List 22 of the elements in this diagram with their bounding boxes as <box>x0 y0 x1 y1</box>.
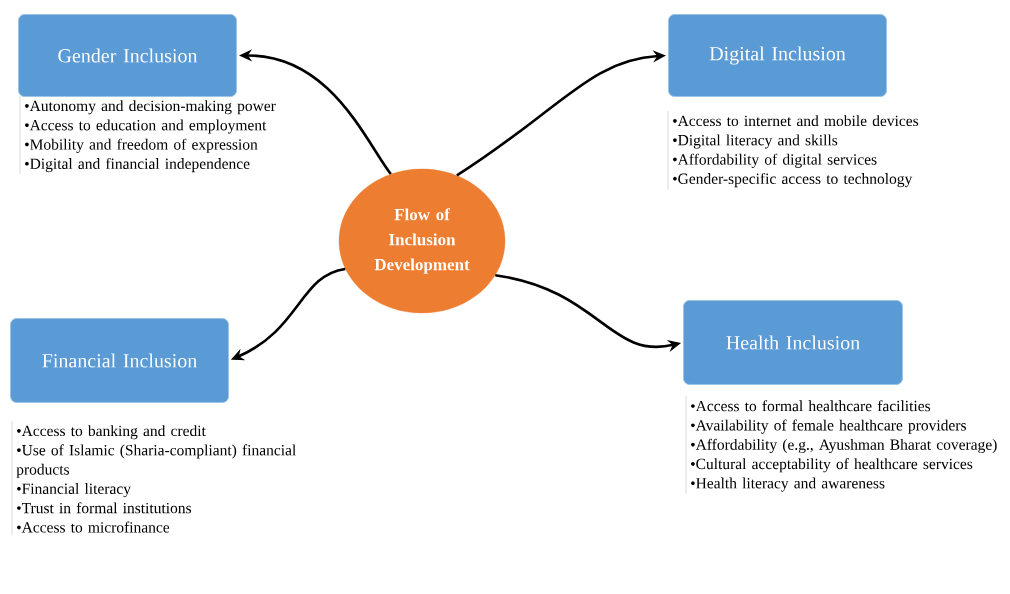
node-label: •Affordability (e.g., Ayushman Bharat coverage) <box>691 438 997 454</box>
node-label: •Access to internet and mobile devices <box>673 115 919 127</box>
node-label: •Affordability of digital services <box>673 153 877 168</box>
heading-box: Financial Inclusion <box>10 318 229 403</box>
node-label: •Cultural acceptability of healthcare services <box>691 458 973 473</box>
node-label: •Health literacy and awareness <box>691 477 885 492</box>
heading-box: Digital Inclusion <box>668 14 887 97</box>
node-label: •Mobility and freedom of expression <box>25 138 258 153</box>
heading-box: Gender Inclusion <box>18 14 237 97</box>
node-label: •Financial literacy <box>17 483 131 498</box>
node-label: •Autonomy and decision-making power <box>25 100 276 115</box>
node-label: •Access to banking and credit <box>17 425 206 440</box>
node-label: •Digital and financial independence <box>25 157 250 173</box>
node-label: •Digital literacy and skills <box>673 134 838 149</box>
node-label: •Gender-specific access to technology <box>673 172 913 188</box>
heading-box: Health Inclusion <box>683 300 903 385</box>
node-label: •Use of Islamic (Sharia-compliant) financial products <box>16 444 296 478</box>
node-label: •Access to microfinance <box>17 521 170 533</box>
node-label: •Access to formal healthcare facilities <box>691 400 931 412</box>
node-label: •Trust in formal institutions <box>17 502 192 514</box>
node-label: •Availability of female healthcare providers <box>691 419 966 434</box>
node-label: •Access to education and employment <box>25 119 267 134</box>
